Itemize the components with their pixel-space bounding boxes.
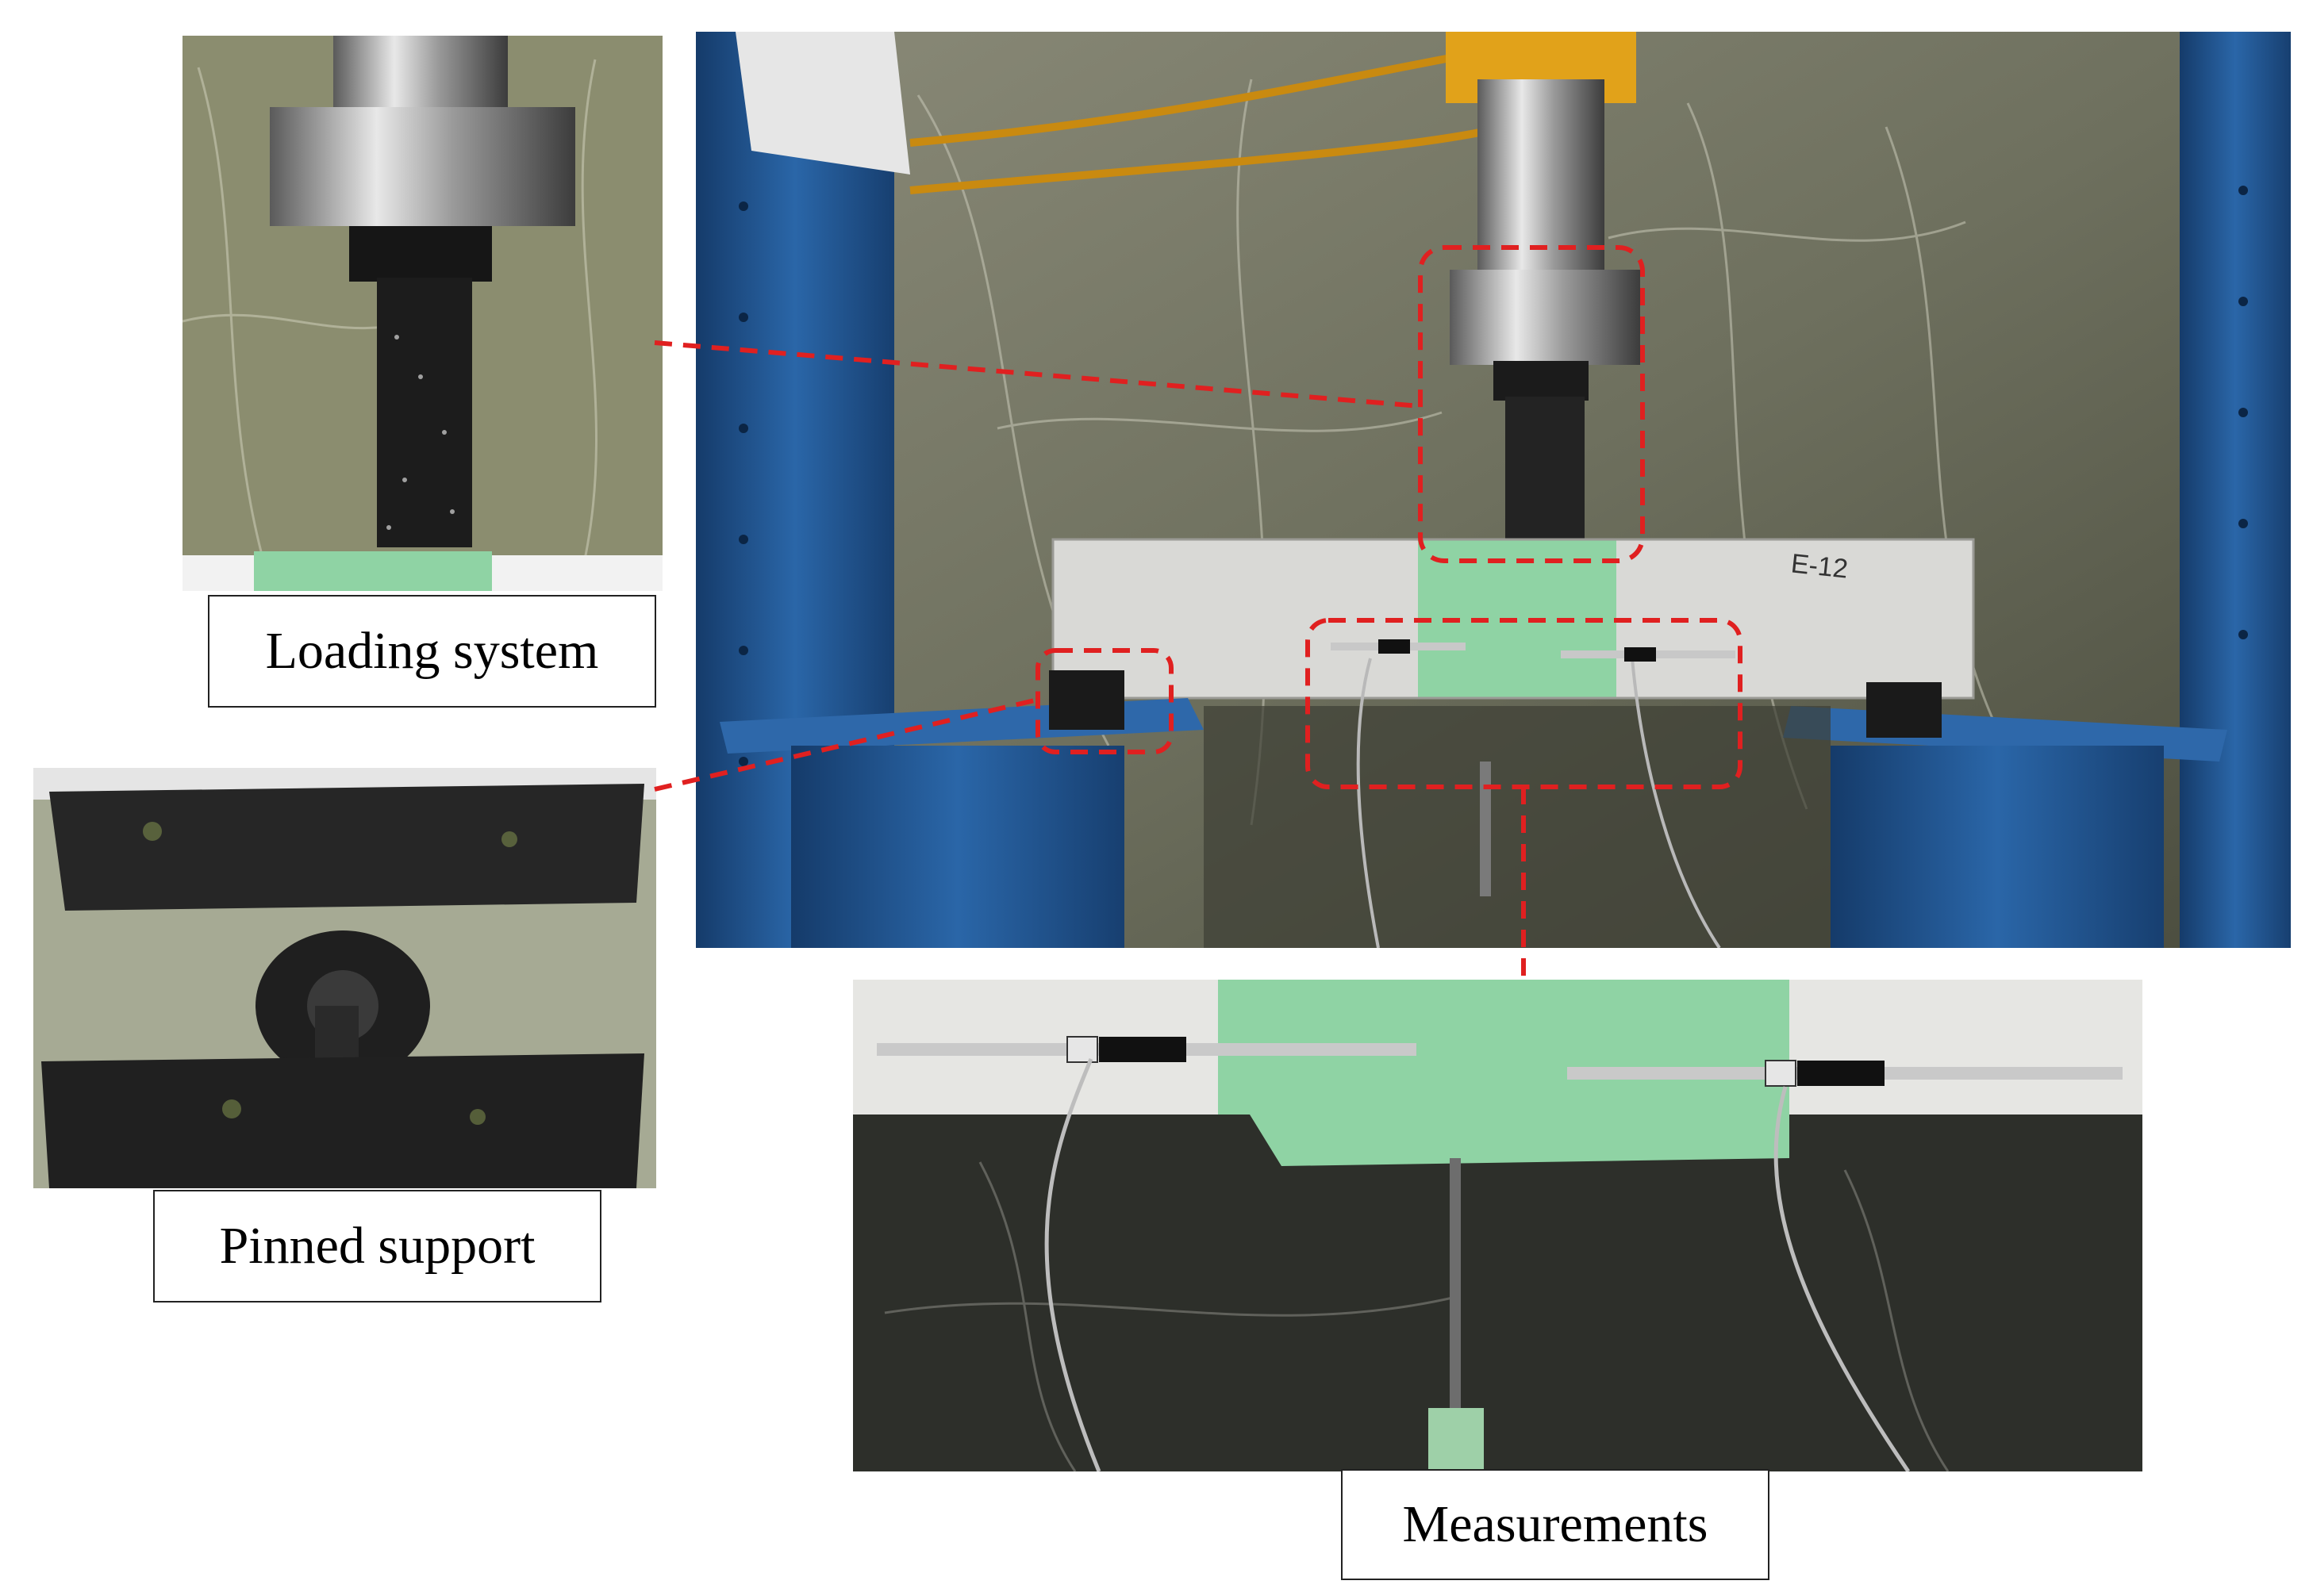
measurements-photo [853,980,2142,1471]
beam-marking: E-12 [1789,548,1850,585]
main-test-setup-photo: E-12 [696,32,2291,948]
pinned-support-label: Pinned support [153,1190,601,1303]
loading-system-photo [183,36,663,591]
measurements-label: Measurements [1341,1469,1769,1580]
loading-system-label: Loading system [208,595,656,708]
pinned-support-photo [33,768,656,1188]
